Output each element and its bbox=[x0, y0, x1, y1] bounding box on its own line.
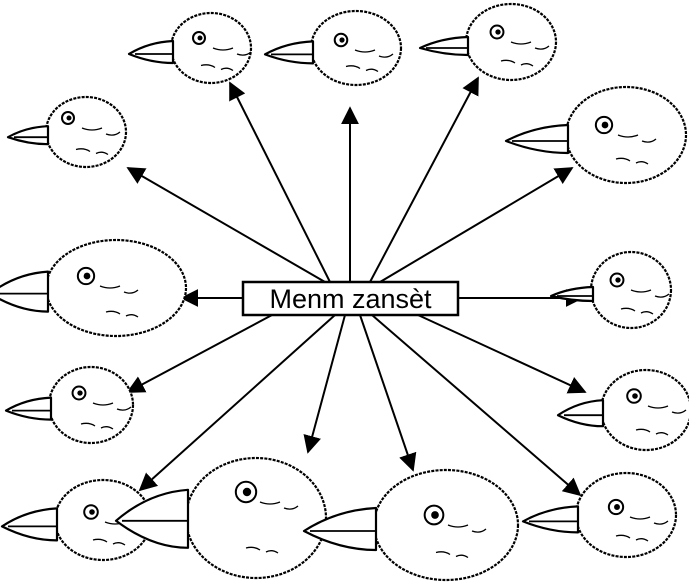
arrow-upper-right bbox=[379, 167, 574, 283]
arrow-mid-left bbox=[126, 314, 273, 393]
finch-head-bottom-center-right-icon bbox=[302, 468, 520, 582]
arrow-bottom-right-center bbox=[359, 314, 417, 472]
arrow-top-left bbox=[229, 81, 331, 283]
finch-head-top-left-icon bbox=[127, 11, 253, 85]
finch-head-bottom-right-icon bbox=[521, 471, 678, 559]
finch-head-mid-left-icon bbox=[4, 365, 135, 445]
finch-head-top-center-icon bbox=[263, 9, 403, 87]
arrow-mid-right bbox=[417, 314, 587, 394]
finch-head-left-icon bbox=[0, 238, 188, 338]
arrow-upper-left bbox=[126, 167, 326, 283]
finch-head-top-right-icon bbox=[418, 2, 558, 82]
center-label: Menm zansèt bbox=[269, 284, 432, 314]
finch-head-right-icon bbox=[549, 250, 673, 330]
arrow-bottom-left-center bbox=[303, 314, 346, 454]
arrow-top-right bbox=[369, 76, 479, 283]
finch-head-upper-right-icon bbox=[504, 85, 688, 185]
arrow-lower-left bbox=[138, 314, 336, 492]
finch-head-bottom-center-left-icon bbox=[114, 456, 328, 580]
finch-head-upper-left-icon bbox=[6, 95, 128, 169]
finch-head-mid-right-icon bbox=[556, 368, 689, 452]
arrows bbox=[126, 76, 587, 497]
center-box: Menm zansèt bbox=[241, 280, 460, 317]
arrow-lower-right bbox=[371, 314, 582, 497]
